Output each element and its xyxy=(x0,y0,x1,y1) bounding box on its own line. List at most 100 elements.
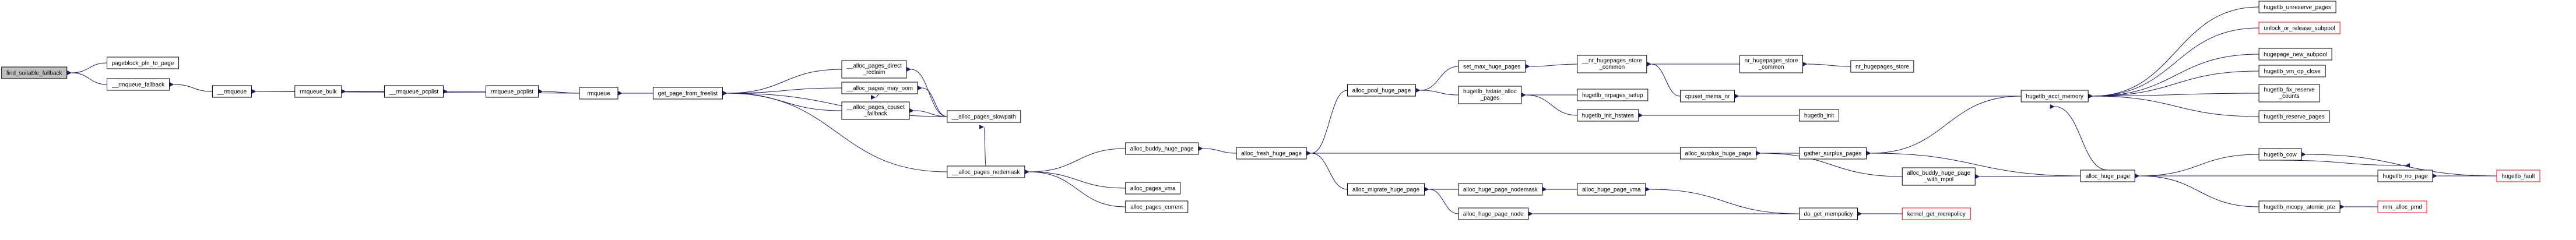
edge---alloc-pages-direct-reclaim-to-get-page-from-freelist xyxy=(722,69,842,96)
call-edge xyxy=(1866,96,2022,156)
function-node-set-max-huge-pages[interactable]: set_max_huge_pages xyxy=(1458,60,1526,73)
call-edge xyxy=(1646,61,1681,97)
function-node-hugetlb-init-hstates[interactable]: hugetlb_init_hstates xyxy=(1577,109,1639,122)
function-node-nr-hugepages-store-common[interactable]: nr_hugepages_store_common xyxy=(1739,55,1804,73)
node-box xyxy=(2258,84,2320,103)
function-node-rmqueue[interactable]: __rmqueue xyxy=(212,85,252,98)
call-edge xyxy=(722,69,842,96)
function-node-hugetlb-hstate-alloc-pages-setup[interactable]: hugetlb_nrpages_setup xyxy=(1577,89,1649,101)
node-label: hugetlb_mcopy_atomic_pte xyxy=(2264,204,2335,211)
function-node-alloc-huge-page-vma[interactable]: alloc_huge_page_vma xyxy=(1577,183,1646,196)
call-edge xyxy=(1802,61,1851,67)
function-node-alloc-migrate-huge-page[interactable]: alloc_migrate_huge_page xyxy=(1347,183,1425,196)
node-label: kernel_get_mempolicy xyxy=(1907,211,1966,218)
function-node-unlock-or-release-subpool[interactable]: unlock_or_release_subpool xyxy=(2258,22,2340,34)
node-label: alloc_buddy_huge_page xyxy=(1130,146,1194,153)
node-box xyxy=(1125,200,1189,213)
node-box xyxy=(1458,207,1529,220)
call-edge xyxy=(1521,92,1577,116)
function-node-pageblock-pfn-to-page[interactable]: pageblock_pfn_to_page xyxy=(107,57,180,69)
node-box xyxy=(1236,147,1307,160)
node-label: __alloc_pages_may_oom xyxy=(846,86,913,92)
call-edge xyxy=(2050,104,2108,171)
function-node-alloc-pages-slowpath[interactable]: __alloc_pages_slowpath xyxy=(947,110,1021,123)
function-node-get-page-from-freelist[interactable]: get_page_from_freelist xyxy=(652,87,723,100)
node-box xyxy=(1902,207,1971,220)
edge-alloc-huge-page-to-gather-surplus-pages xyxy=(1866,150,2081,177)
function-node-hugetlb-acct-memory[interactable]: hugetlb_acct_memory xyxy=(2020,90,2089,103)
node-label: pageblock_pfn_to_page xyxy=(112,61,174,67)
function-node-hugetlb-init[interactable]: hugetlb_init xyxy=(1799,109,1840,122)
node-label: alloc_pages_vma xyxy=(1130,186,1176,192)
function-node-hugetlb-fault[interactable]: hugetlb_fault xyxy=(2496,170,2540,182)
edges-layer xyxy=(66,6,2497,216)
call-edge xyxy=(66,70,107,85)
function-node-rmqueue[interactable]: rmqueue xyxy=(579,87,618,100)
function-node-alloc-huge-page[interactable]: alloc_huge_page xyxy=(2080,170,2135,182)
function-node-cpuset-mems-nr[interactable]: cpuset_mems_nr xyxy=(1680,90,1735,103)
node-box xyxy=(1902,167,1976,186)
node-label: mm_alloc_pmd xyxy=(2382,204,2422,211)
function-node-alloc-surplus-huge-page[interactable]: alloc_surplus_huge_page xyxy=(1680,147,1757,160)
node-label: hugetlb_hstate_alloc xyxy=(1463,89,1517,95)
node-box xyxy=(947,110,1021,123)
function-node-alloc-pages-vma[interactable]: alloc_pages_vma xyxy=(1125,182,1181,195)
node-box xyxy=(1458,86,1522,104)
node-label: nr_hugepages_store xyxy=(1745,58,1798,64)
function-node-alloc-fresh-huge-page[interactable]: alloc_fresh_huge_page xyxy=(1236,147,1307,160)
call-edge xyxy=(722,90,947,172)
node-box xyxy=(1680,90,1735,103)
function-node-rmqueue-fallback[interactable]: __rmqueue_fallback xyxy=(107,78,170,91)
function-node-hugetlb-reserve-pages[interactable]: hugetlb_reserve_pages xyxy=(2258,110,2330,123)
function-node-rmqueue-pcplist[interactable]: __rmqueue_pcplist xyxy=(384,85,444,98)
function-node-alloc-buddy-huge-page-with-mpol[interactable]: alloc_buddy_huge_page_with_mpol xyxy=(1902,167,1976,186)
node-label: nr_hugepages_store xyxy=(1855,64,1909,70)
function-node-hugetlb-vm-op-close[interactable]: hugetlb_vm_op_close xyxy=(2258,65,2326,77)
call-edge xyxy=(979,124,986,167)
function-node-hugetlb-no-page[interactable]: hugetlb_no_page xyxy=(2377,170,2433,182)
function-node-hugetlb-unreserve-pages[interactable]: hugetlb_unreserve_pages xyxy=(2258,1,2336,13)
node-box xyxy=(1799,207,1858,220)
node-box xyxy=(1347,183,1425,196)
function-node-gather-surplus-pages[interactable]: gather_surplus_pages xyxy=(1799,147,1867,160)
function-node-nr-hugepages-store[interactable]: nr_hugepages_store xyxy=(1850,60,1914,73)
node-label: hugetlb_no_page xyxy=(2382,174,2428,180)
function-node-alloc-huge-page-nodemask[interactable]: alloc_huge_page_nodemask xyxy=(1458,183,1543,196)
node-box xyxy=(1739,55,1804,73)
function-node-kernel-get-mempolicy[interactable]: kernel_get_mempolicy xyxy=(1902,207,1971,220)
call-edge xyxy=(169,82,213,92)
function-node-hugetlb-hstate-alloc-pages[interactable]: hugetlb_hstate_alloc_pages xyxy=(1458,86,1522,104)
function-node-alloc-buddy-huge-page[interactable]: alloc_buddy_huge_page xyxy=(1125,142,1199,155)
function-node-nr-hugepages-store-common[interactable]: __nr_hugepages_store_common xyxy=(1577,55,1647,73)
function-node-rmqueue-bulk[interactable]: rmqueue_bulk xyxy=(294,85,342,98)
function-node-rmqueue-pcplist[interactable]: rmqueue_pcplist xyxy=(485,85,539,98)
function-node-alloc-pages-cpuset-fallback[interactable]: __alloc_pages_cpuset_fallback xyxy=(841,101,910,120)
call-edge xyxy=(1525,63,1577,69)
function-node-hugetlb-fix-reserve-counts[interactable]: hugetlb_fix_reserve_counts xyxy=(2258,84,2320,103)
node-box xyxy=(2080,170,2135,182)
function-node-alloc-pages-direct-reclaim[interactable]: __alloc_pages_direct_reclaim xyxy=(841,60,907,79)
function-node-do-get-mempolicy[interactable]: do_get_mempolicy xyxy=(1799,207,1858,220)
function-node-hugepage-new-subpool[interactable]: hugepage_new_subpool xyxy=(2258,48,2332,61)
node-label: __alloc_pages_cpuset xyxy=(846,104,905,111)
edge-nr-hugepages-store-to-nr-hugepages-store-common xyxy=(1802,61,1851,67)
edge-unlock-or-release-subpool-to-hugetlb-acct-memory xyxy=(2088,27,2259,99)
function-node-mm-alloc-pmd[interactable]: mm_alloc_pmd xyxy=(2377,200,2427,213)
node-label: set_max_huge_pages xyxy=(1463,64,1520,70)
call-edge xyxy=(1415,66,1459,93)
function-node-hugetlb-mcopy-atomic-pte[interactable]: hugetlb_mcopy_atomic_pte xyxy=(2258,200,2340,213)
node-box xyxy=(2258,65,2326,77)
edge-hugetlb-reserve-pages-to-hugetlb-acct-memory xyxy=(2088,93,2259,117)
function-node-alloc-pool-huge-page[interactable]: alloc_pool_huge_page xyxy=(1347,84,1416,97)
function-node-hugetlb-cow[interactable]: hugetlb_cow xyxy=(2258,148,2302,161)
node-label: _common xyxy=(1758,64,1784,70)
node-box xyxy=(107,57,180,69)
function-node-alloc-pages-current[interactable]: alloc_pages_current xyxy=(1125,200,1189,213)
edge-alloc-pages-vma-to---alloc-pages-nodemask xyxy=(1024,169,1126,189)
node-box xyxy=(2258,48,2332,61)
function-node-alloc-pages-nodemask[interactable]: __alloc_pages_nodemask xyxy=(947,165,1025,178)
function-node-alloc-pages-may-oom[interactable]: __alloc_pages_may_oom xyxy=(841,82,918,94)
call-edge xyxy=(1198,146,1237,154)
function-node-alloc-huge-page-node[interactable]: alloc_huge_page_node xyxy=(1458,207,1529,220)
